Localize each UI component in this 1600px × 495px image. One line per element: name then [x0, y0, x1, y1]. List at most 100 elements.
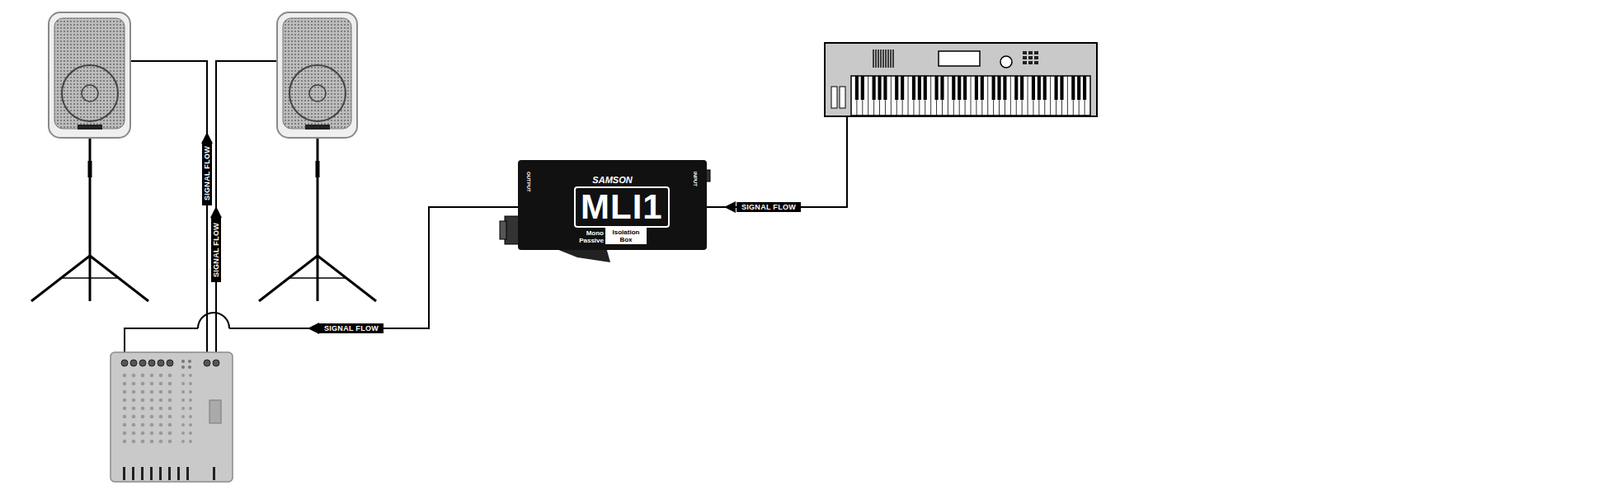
- detail-stroke: [148, 359, 156, 367]
- detail-stroke: [141, 431, 146, 436]
- detail-stroke: [951, 75, 956, 100]
- detail-stroke: [131, 439, 137, 444]
- detail-stroke: [1010, 75, 1012, 116]
- detail-stroke: [188, 406, 193, 410]
- detail-stroke: [894, 75, 899, 100]
- brand-name: SAMSON: [517, 174, 707, 185]
- detail-stroke: [159, 431, 164, 436]
- detail-stroke: [188, 359, 192, 363]
- detail-stroke: [159, 423, 164, 428]
- detail-stroke: [912, 75, 916, 100]
- detail-stroke: [867, 75, 869, 116]
- detail-stroke: [159, 381, 164, 386]
- detail-stroke: [141, 466, 144, 480]
- detail-stroke: [892, 49, 894, 68]
- signal-flow-tag: SIGNAL FLOW: [211, 217, 222, 283]
- detail-stroke: [122, 381, 128, 386]
- detail-stroke: [181, 365, 185, 369]
- detail-stroke: [122, 431, 128, 436]
- jack-label: INPUT: [692, 171, 698, 187]
- detail-stroke: [181, 406, 185, 410]
- detail-stroke: [861, 75, 865, 100]
- detail-stroke: [159, 373, 164, 378]
- detail-stroke: [131, 373, 137, 378]
- detail-stroke: [1022, 51, 1027, 55]
- detail-stroke: [1059, 75, 1064, 100]
- detail-stroke: [1067, 75, 1069, 116]
- detail-stroke: [1082, 75, 1087, 100]
- detail-stroke: [1002, 75, 1007, 100]
- detail-stroke: [131, 390, 137, 395]
- detail-stroke: [181, 359, 185, 363]
- keyboard: [824, 42, 1097, 117]
- detail-stroke: [923, 75, 928, 100]
- detail-stroke: [141, 381, 146, 386]
- detail-stroke: [168, 439, 173, 444]
- detail-stroke: [930, 75, 932, 116]
- detail-stroke: [122, 390, 128, 395]
- flow-arrows: [201, 131, 736, 335]
- detail-stroke: [177, 466, 180, 480]
- detail-stroke: [188, 423, 193, 427]
- detail-stroke: [188, 365, 192, 369]
- signal-flow-tag: SIGNAL FLOW: [319, 323, 384, 334]
- detail-stroke: [159, 414, 164, 419]
- detail-stroke: [122, 373, 128, 378]
- detail-stroke: [168, 398, 173, 403]
- detail-stroke: [150, 373, 155, 378]
- detail-stroke: [141, 390, 146, 395]
- detail-stroke: [908, 75, 909, 116]
- detail-stroke: [141, 398, 146, 403]
- isolation-box: SAMSONMLI1Mono PassiveIsolation BoxOUTPU…: [517, 160, 707, 250]
- mixer: [110, 352, 233, 482]
- detail-stroke: [122, 439, 128, 444]
- detail-stroke: [122, 466, 126, 480]
- detail-stroke: [141, 423, 146, 428]
- detail-stroke: [121, 359, 128, 367]
- detail-stroke: [181, 439, 185, 443]
- detail-stroke: [1034, 56, 1039, 60]
- detail-stroke: [188, 439, 193, 443]
- speakers: [48, 12, 358, 138]
- detail-stroke: [159, 439, 164, 444]
- model-subtitle: Mono Passive: [575, 229, 604, 245]
- detail-stroke: [130, 359, 137, 367]
- detail-stroke: [963, 75, 967, 100]
- detail-stroke: [188, 431, 193, 435]
- detail-stroke: [890, 75, 892, 116]
- detail-stroke: [168, 431, 173, 436]
- detail-stroke: [131, 423, 137, 428]
- detail-stroke: [150, 406, 155, 411]
- detail-stroke: [122, 414, 128, 419]
- detail-stroke: [141, 414, 146, 419]
- detail-stroke: [188, 390, 193, 394]
- detail-stroke: [877, 75, 881, 100]
- signal-flow-tag: SIGNAL FLOW: [202, 141, 212, 206]
- detail-stroke: [159, 398, 164, 403]
- detail-stroke: [168, 406, 173, 411]
- detail-stroke: [181, 373, 185, 377]
- speaker-stands: [31, 137, 377, 302]
- detail-stroke: [181, 414, 185, 419]
- detail-stroke: [877, 49, 879, 68]
- detail-stroke: [940, 75, 944, 100]
- detail-stroke: [1077, 75, 1081, 100]
- detail-stroke: [150, 414, 155, 419]
- detail-stroke: [889, 49, 891, 68]
- detail-stroke: [188, 373, 193, 377]
- detail-stroke: [1014, 75, 1018, 100]
- detail-stroke: [150, 381, 155, 386]
- detail-stroke: [212, 359, 220, 367]
- detail-stroke: [1071, 75, 1075, 100]
- detail-stroke: [181, 390, 185, 394]
- detail-stroke: [884, 49, 886, 68]
- detail-stroke: [186, 466, 189, 480]
- detail-stroke: [1028, 51, 1033, 55]
- detail-stroke: [1054, 75, 1059, 100]
- detail-stroke: [159, 406, 164, 411]
- detail-stroke: [917, 75, 922, 100]
- detail-stroke: [1022, 56, 1027, 60]
- detail-stroke: [1027, 75, 1029, 116]
- detail-stroke: [131, 466, 135, 480]
